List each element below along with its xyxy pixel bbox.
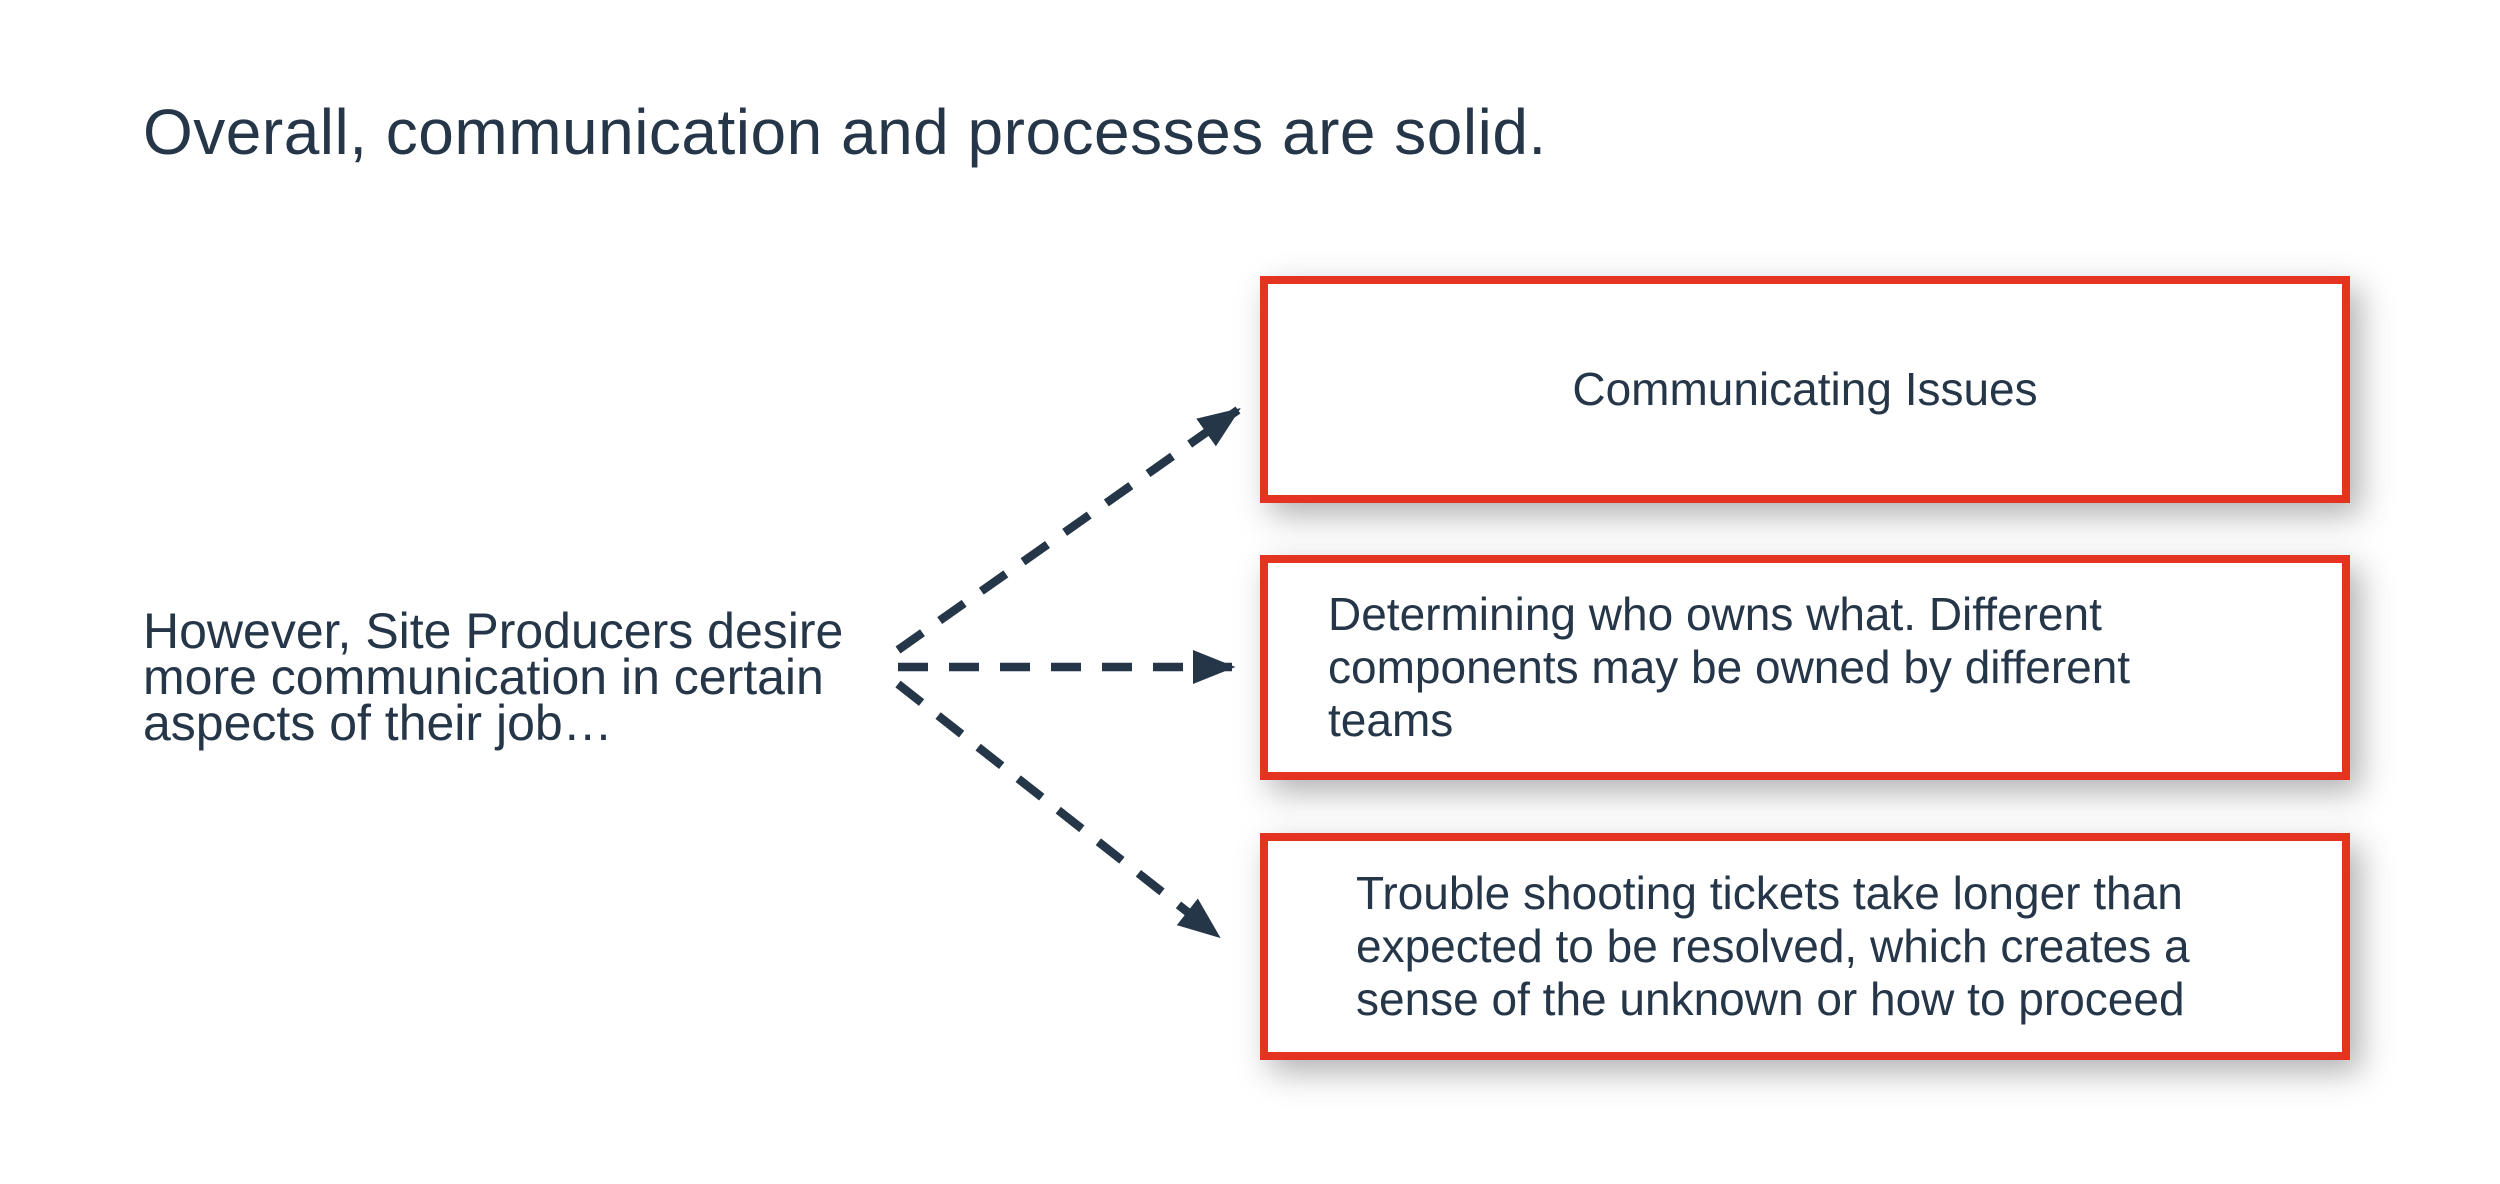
dashed-arrow-to-box-1 — [895, 406, 1241, 654]
issue-box-ownership-label: Determining who owns what. Different com… — [1328, 588, 2131, 746]
dashed-arrow-to-box-3 — [895, 680, 1221, 940]
issue-box-ownership: Determining who owns what. Different com… — [1260, 555, 2350, 780]
issue-box-troubleshooting: Trouble shooting tickets take longer tha… — [1260, 833, 2350, 1060]
left-annotation-text: However, Site Producers desire more comm… — [143, 603, 844, 751]
issue-box-troubleshooting-label: Trouble shooting tickets take longer tha… — [1356, 867, 2190, 1025]
issue-box-communicating-issues-label: Communicating Issues — [1572, 363, 2038, 415]
slide-title: Overall, communication and processes are… — [143, 96, 1547, 168]
issue-box-communicating-issues: Communicating Issues — [1260, 276, 2350, 503]
